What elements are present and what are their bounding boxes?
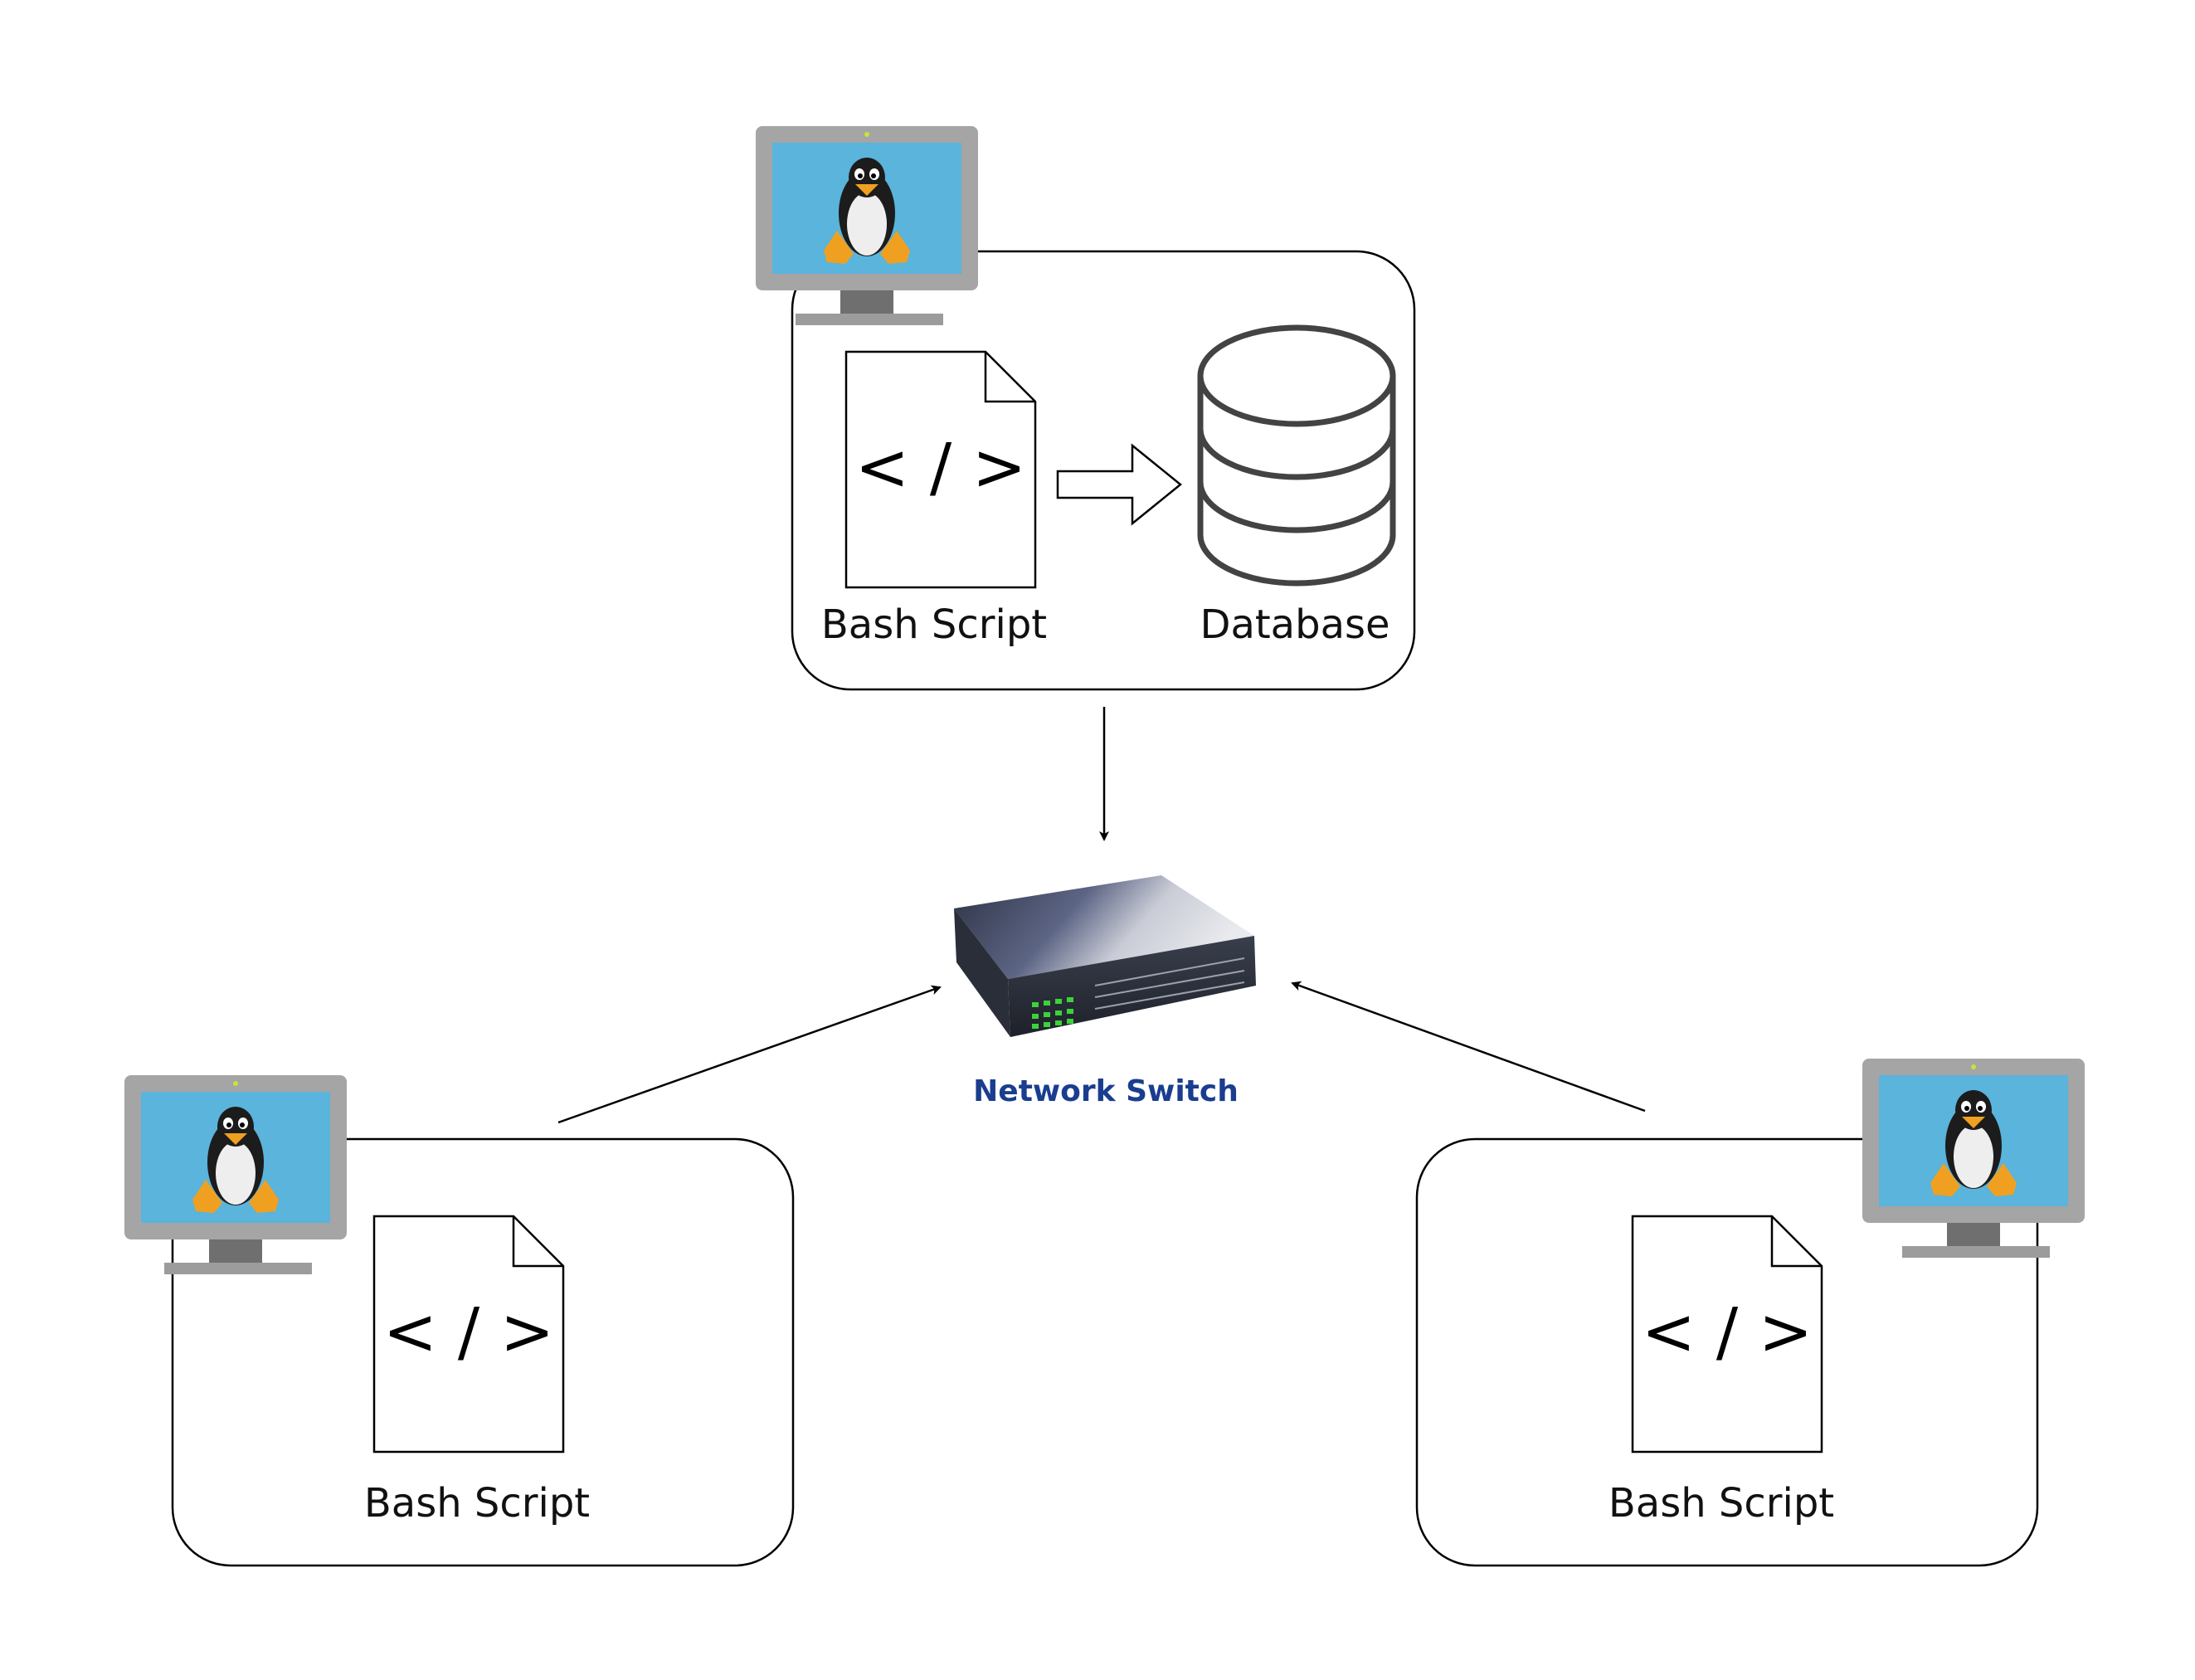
code-glyph: < / > <box>1642 1295 1813 1370</box>
switch-label: Network Switch <box>973 1074 1239 1108</box>
code-glyph: < / > <box>383 1295 555 1370</box>
network-switch-icon <box>954 875 1256 1037</box>
code-glyph: < / > <box>855 431 1027 505</box>
flow-arrow-icon <box>1056 443 1182 526</box>
top-script-label: Bash Script <box>821 601 1047 648</box>
left-script-label: Bash Script <box>364 1480 590 1527</box>
database-label: Database <box>1200 601 1390 648</box>
arrow-left-to-switch <box>557 985 942 1124</box>
database-icon <box>1197 324 1396 587</box>
right-script-label: Bash Script <box>1609 1480 1834 1527</box>
arrow-right-to-switch <box>1291 981 1646 1113</box>
